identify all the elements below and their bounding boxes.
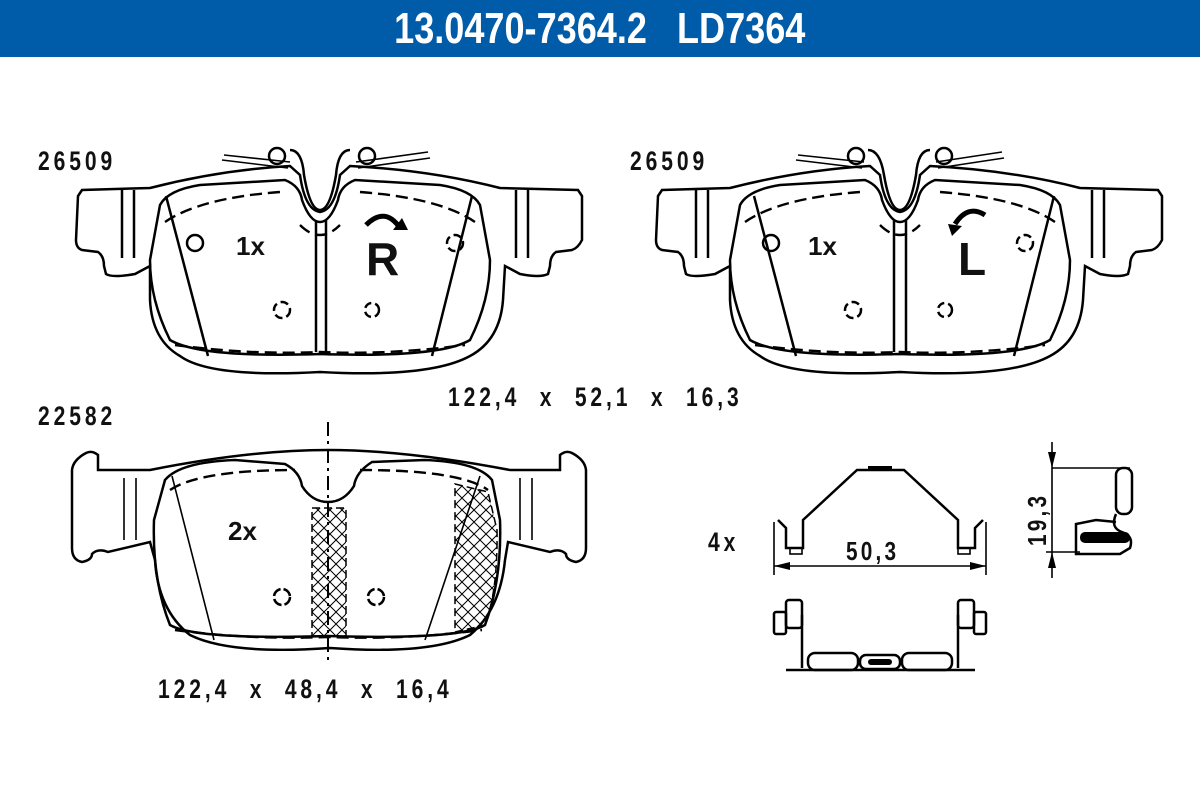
upper-pad-dimensions: 122,4 x 52,1 x 16,3 xyxy=(448,382,743,412)
clip-height-dimension: 19,3 xyxy=(1023,493,1052,546)
clip-quantity: 4x xyxy=(708,527,740,557)
right-pad-code: 26509 xyxy=(38,146,117,176)
left-pad-side-letter: L xyxy=(958,233,986,285)
spring-clip-front-view: 50,3 xyxy=(773,466,987,575)
right-pad-quantity: 1x xyxy=(236,231,265,261)
left-brake-pad-drawing: 1x L xyxy=(654,146,1164,375)
left-pad-quantity: 1x xyxy=(808,231,837,261)
lower-pad-code: 22582 xyxy=(38,401,117,431)
left-pad-code: 26509 xyxy=(630,146,709,176)
lower-pad-quantity: 2x xyxy=(228,516,257,546)
counterclockwise-arrow-icon xyxy=(948,208,987,236)
inner-brake-pad-drawing: 2x xyxy=(70,422,588,664)
spring-clip-side-view: 19,3 xyxy=(1023,442,1134,578)
lower-pad-dimensions: 122,4 x 48,4 x 16,4 xyxy=(158,674,453,704)
page-title: 13.0470-7364.2 LD7364 xyxy=(394,3,806,53)
spring-clip-bottom-view xyxy=(772,598,988,672)
clockwise-arrow-icon xyxy=(364,213,408,230)
right-brake-pad-drawing: 1x R xyxy=(74,146,584,375)
right-pad-side-letter: R xyxy=(366,233,399,285)
header-bar: 13.0470-7364.2 LD7364 xyxy=(0,0,1200,57)
clip-width-dimension: 50,3 xyxy=(846,537,899,566)
